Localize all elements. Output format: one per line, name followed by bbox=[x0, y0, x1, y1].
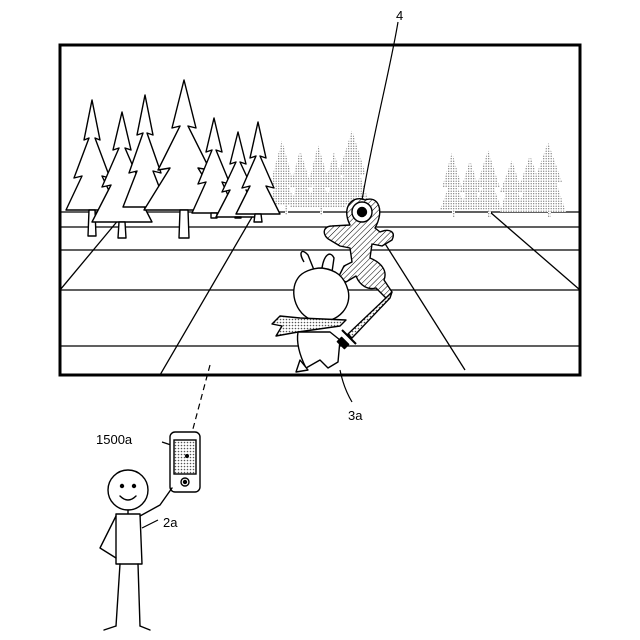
display-screen bbox=[60, 45, 580, 375]
label-player: 2a bbox=[163, 515, 178, 530]
label-character: 3a bbox=[348, 408, 363, 423]
smartphone-device bbox=[170, 432, 200, 492]
label-display: 4 bbox=[396, 8, 403, 23]
player-figure bbox=[100, 470, 172, 630]
label-device: 1500a bbox=[96, 432, 133, 447]
